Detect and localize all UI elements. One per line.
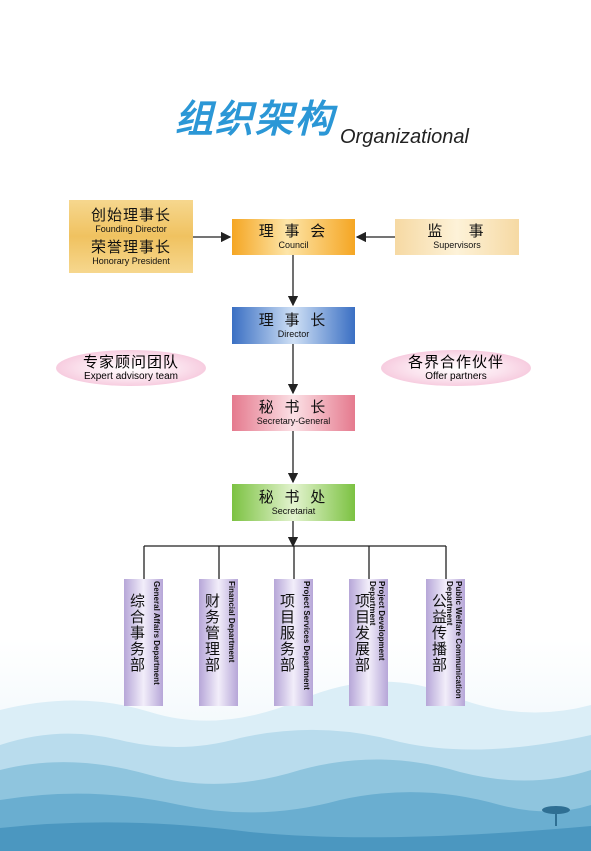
secretary-general-cn: 秘 书 长 [258, 398, 329, 416]
partners-en: Offer partners [425, 370, 487, 382]
supervisors-cn: 监 事 [427, 222, 487, 240]
department-en: Project Development Department [368, 581, 386, 661]
founding-directors-box: 创始理事长 Founding Director 荣誉理事长 Honorary P… [69, 200, 193, 273]
secretary-general-en: Secretary-General [256, 416, 331, 426]
department-en: Financial Department [227, 581, 236, 663]
page-title: 组织架构 [175, 97, 336, 141]
director-en: Director [277, 328, 310, 339]
secretariat-box: 秘 书 处 Secretariat [232, 484, 355, 521]
department-en: Project Services Department [302, 581, 311, 690]
founding-director-en: Founding Director [95, 223, 167, 234]
honorary-president-en: Honorary President [92, 255, 170, 266]
department-cn: 财务管理部 [203, 593, 221, 673]
supervisors-en: Supervisors [433, 240, 481, 250]
department-financial: 财务管理部 Financial Department [199, 579, 238, 706]
council-en: Council [278, 240, 309, 250]
department-cn: 公益传播部 [430, 593, 448, 673]
expert-team-en: Expert advisory team [84, 370, 178, 382]
department-cn: 综合事务部 [128, 593, 146, 673]
secretariat-en: Secretariat [271, 505, 316, 516]
supervisors-box: 监 事 Supervisors [395, 219, 519, 255]
expert-team-oval: 专家顾问团队 Expert advisory team [56, 350, 206, 386]
expert-team-cn: 专家顾问团队 [82, 352, 179, 371]
secretariat-cn: 秘 书 处 [258, 487, 329, 506]
council-box: 理 事 会 Council [232, 219, 355, 255]
partners-oval: 各界合作伙伴 Offer partners [381, 350, 531, 386]
department-cn: 项目发展部 [353, 593, 371, 673]
department-en: Public Welfare Communication Department [445, 581, 463, 699]
department-project-development: 项目发展部 Project Development Department [349, 579, 388, 706]
director-cn: 理 事 长 [258, 310, 329, 329]
council-cn: 理 事 会 [258, 222, 329, 240]
founding-director-cn: 创始理事长 [90, 205, 171, 224]
honorary-president-cn: 荣誉理事长 [90, 237, 171, 256]
department-en: General Affairs Department [152, 581, 161, 685]
secretary-general-box: 秘 书 长 Secretary-General [232, 395, 355, 431]
page-subtitle: Organizational [340, 126, 469, 148]
partners-cn: 各界合作伙伴 [407, 352, 504, 371]
department-project-services: 项目服务部 Project Services Department [274, 579, 313, 706]
department-public-welfare: 公益传播部 Public Welfare Communication Depar… [426, 579, 465, 706]
department-general-affairs: 综合事务部 General Affairs Department [124, 579, 163, 706]
department-cn: 项目服务部 [278, 593, 296, 673]
director-box: 理 事 长 Director [232, 307, 355, 344]
